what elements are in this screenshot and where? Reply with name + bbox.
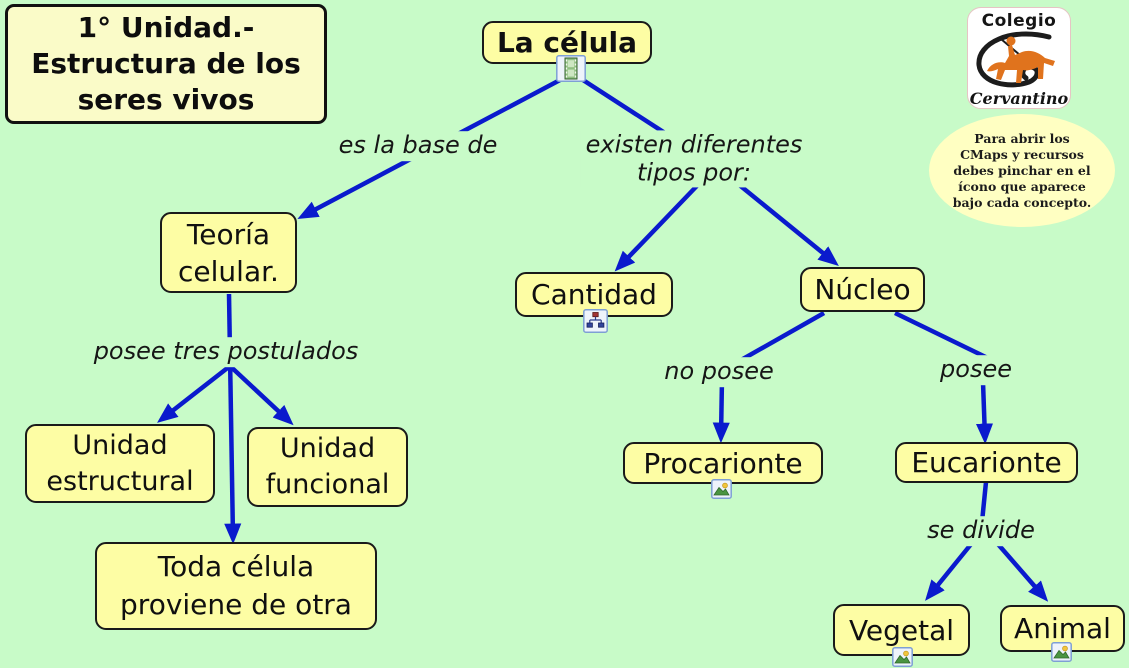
- concept-label: Cantidad: [531, 278, 657, 311]
- concept-eucarionte[interactable]: Eucarionte: [895, 442, 1078, 483]
- unit-title-box: 1° Unidad.- Estructura de los seres vivo…: [5, 4, 327, 124]
- connector-sedivide-animal: [995, 541, 1049, 602]
- connector-eucarionte-sedivide: [979, 481, 989, 523]
- concept-toda-celula[interactable]: Toda célula proviene de otra: [95, 542, 377, 630]
- concept-label: proviene de otra: [120, 588, 352, 621]
- image-resource-icon[interactable]: [892, 647, 913, 667]
- unit-title-line: Estructura de los: [31, 47, 301, 80]
- concept-label: Teoría: [186, 217, 271, 251]
- concept-label: Toda célula: [157, 550, 315, 583]
- link-label-posee-tres-postulados: posee tres postulados: [88, 337, 364, 367]
- unit-title-line: seres vivos: [77, 83, 255, 116]
- video-resource-icon[interactable]: [556, 55, 586, 82]
- concept-unidad-estructural[interactable]: Unidad estructural: [25, 424, 215, 503]
- concept-label: Núcleo: [814, 273, 911, 306]
- concept-label: Unidad: [279, 433, 376, 464]
- concept-label: La célula: [496, 26, 638, 59]
- school-logo: Colegio Cervantino: [967, 7, 1071, 109]
- school-logo-name: Cervantino: [969, 89, 1069, 108]
- note-line: ícono que aparece: [958, 178, 1086, 194]
- note-line: CMaps y recursos: [960, 146, 1084, 162]
- connector-noposee-procarionte: [712, 377, 730, 444]
- instruction-note: Para abrir los CMaps y recursos debes pi…: [929, 114, 1115, 227]
- concept-nucleo[interactable]: Núcleo: [800, 267, 925, 312]
- link-label-line: existen diferentes: [585, 130, 803, 159]
- link-label-no-posee: no posee: [659, 357, 779, 387]
- cmap-resource-icon[interactable]: [583, 309, 608, 333]
- concept-label: Unidad: [72, 429, 168, 461]
- concept-label: estructural: [46, 465, 194, 497]
- concept-label: Animal: [1014, 612, 1111, 645]
- note-line: bajo cada concepto.: [952, 194, 1092, 210]
- concept-unidad-funcional[interactable]: Unidad funcional: [247, 427, 408, 507]
- link-label-existen-tipos: existen diferentes tipos por:: [580, 130, 808, 188]
- note-line: debes pinchar en el: [953, 162, 1091, 178]
- connector-teoria-todacelula: [224, 293, 242, 545]
- concept-la-celula[interactable]: La célula: [482, 21, 652, 64]
- unit-title-line: 1° Unidad.-: [77, 11, 255, 44]
- connector-sedivide-vegetal: [925, 541, 974, 601]
- note-line: Para abrir los: [974, 130, 1070, 146]
- connector-posee-eucarionte: [975, 381, 994, 445]
- concept-teoria-celular[interactable]: Teoría celular.: [160, 212, 297, 293]
- link-label-line: tipos por:: [636, 158, 751, 186]
- link-label-posee: posee: [935, 355, 1017, 385]
- image-resource-icon[interactable]: [1051, 642, 1072, 662]
- concept-label: Eucarionte: [911, 446, 1062, 479]
- connector-teoria-funcional: [228, 364, 294, 426]
- concept-procarionte[interactable]: Procarionte: [623, 442, 823, 484]
- concept-label: celular.: [178, 254, 279, 288]
- image-resource-icon[interactable]: [711, 479, 732, 499]
- school-logo-text: Colegio: [981, 11, 1057, 31]
- don-quixote-horse-icon: [976, 31, 1055, 88]
- connector-teoria-estructural: [157, 364, 232, 423]
- concept-label: Procarionte: [643, 446, 803, 480]
- link-label-es-la-base-de: es la base de: [333, 131, 503, 161]
- concept-label: funcional: [265, 469, 390, 500]
- concept-label: Vegetal: [848, 613, 955, 647]
- link-label-se-divide: se divide: [922, 516, 1040, 546]
